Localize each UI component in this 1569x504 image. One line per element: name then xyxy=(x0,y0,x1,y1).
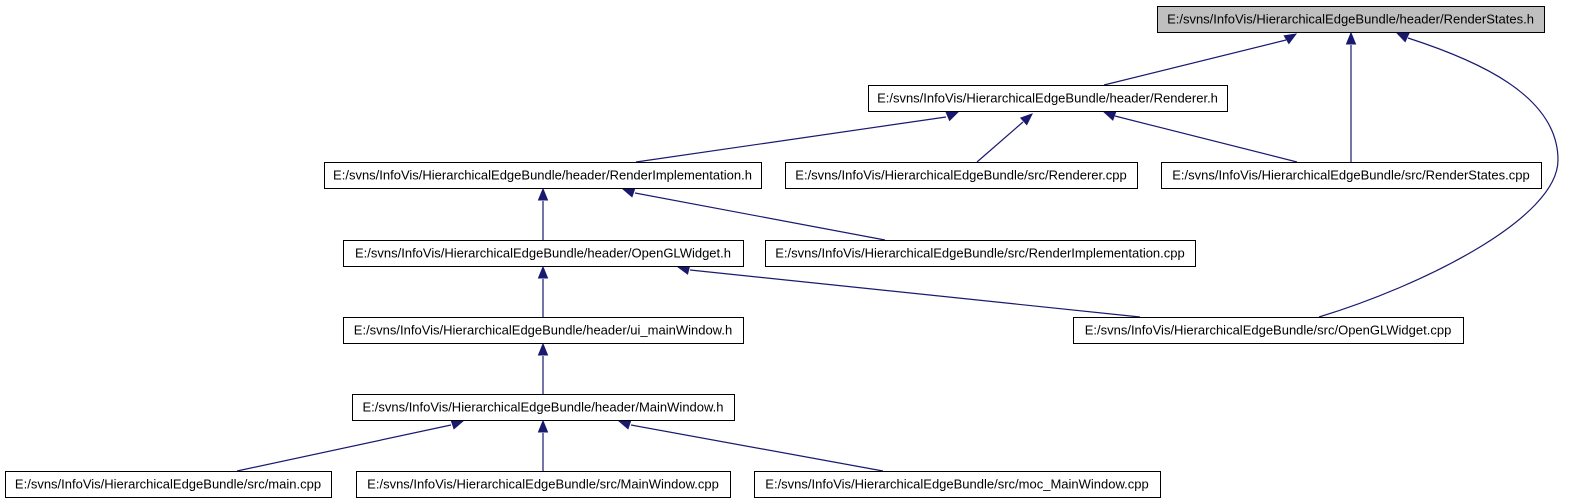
arrowhead-n3-n1 xyxy=(1019,113,1033,126)
edge-n4-n1 xyxy=(1114,115,1298,163)
node-label: E:/svns/InfoVis/HierarchicalEdgeBundle/s… xyxy=(367,477,719,492)
arrowhead-n1-n0 xyxy=(1283,33,1298,45)
edge-n1-n0 xyxy=(1103,39,1287,86)
arrowhead-n4-n1 xyxy=(1102,111,1117,121)
node-n1[interactable]: E:/svns/InfoVis/HierarchicalEdgeBundle/h… xyxy=(868,85,1228,112)
edge-n3-n1 xyxy=(976,121,1024,163)
node-label: E:/svns/InfoVis/HierarchicalEdgeBundle/s… xyxy=(1172,168,1529,183)
node-box[interactable] xyxy=(324,162,762,189)
arrowhead-n12-n9 xyxy=(617,419,632,430)
node-label: E:/svns/InfoVis/HierarchicalEdgeBundle/h… xyxy=(362,400,723,415)
node-box[interactable] xyxy=(765,240,1196,267)
node-box[interactable] xyxy=(352,394,735,421)
edges-layer xyxy=(236,31,1559,472)
node-box[interactable] xyxy=(343,317,744,344)
nodes-layer: E:/svns/InfoVis/HierarchicalEdgeBundle/h… xyxy=(5,6,1545,498)
node-label: E:/svns/InfoVis/HierarchicalEdgeBundle/h… xyxy=(333,168,752,183)
node-n10[interactable]: E:/svns/InfoVis/HierarchicalEdgeBundle/s… xyxy=(5,471,332,498)
arrowhead-n7-n5 xyxy=(537,265,549,279)
node-n9[interactable]: E:/svns/InfoVis/HierarchicalEdgeBundle/h… xyxy=(352,394,735,421)
node-label: E:/svns/InfoVis/HierarchicalEdgeBundle/h… xyxy=(355,246,731,261)
arrowhead-n8-n0 xyxy=(1395,32,1410,43)
node-box[interactable] xyxy=(1161,162,1542,189)
edge-n6-n2 xyxy=(634,192,886,241)
node-n7[interactable]: E:/svns/InfoVis/HierarchicalEdgeBundle/h… xyxy=(343,317,744,344)
node-n3[interactable]: E:/svns/InfoVis/HierarchicalEdgeBundle/s… xyxy=(785,162,1138,189)
node-box[interactable] xyxy=(868,85,1228,112)
node-label: E:/svns/InfoVis/HierarchicalEdgeBundle/s… xyxy=(795,168,1126,183)
node-n8[interactable]: E:/svns/InfoVis/HierarchicalEdgeBundle/s… xyxy=(1073,317,1464,344)
node-label: E:/svns/InfoVis/HierarchicalEdgeBundle/s… xyxy=(765,477,1148,492)
arrowhead-n4-n0 xyxy=(1345,31,1357,45)
arrowhead-n10-n9 xyxy=(450,419,465,430)
node-label: E:/svns/InfoVis/HierarchicalEdgeBundle/s… xyxy=(1085,323,1452,338)
edge-n8-n0 xyxy=(1318,37,1559,318)
node-label: E:/svns/InfoVis/HierarchicalEdgeBundle/h… xyxy=(1167,12,1534,27)
arrowhead-n2-n1 xyxy=(945,111,960,122)
node-box[interactable] xyxy=(1073,317,1464,344)
node-box[interactable] xyxy=(356,471,731,498)
arrowhead-n9-n7 xyxy=(537,342,549,356)
edge-n10-n9 xyxy=(236,424,452,472)
node-n12[interactable]: E:/svns/InfoVis/HierarchicalEdgeBundle/s… xyxy=(754,471,1161,498)
node-box[interactable] xyxy=(785,162,1138,189)
node-n11[interactable]: E:/svns/InfoVis/HierarchicalEdgeBundle/s… xyxy=(356,471,731,498)
arrowhead-n5-n2 xyxy=(537,187,549,201)
edge-n12-n9 xyxy=(630,424,884,472)
arrowhead-n6-n2 xyxy=(621,187,636,198)
node-label: E:/svns/InfoVis/HierarchicalEdgeBundle/s… xyxy=(775,246,1184,261)
edge-n2-n1 xyxy=(635,116,947,163)
node-n0[interactable]: E:/svns/InfoVis/HierarchicalEdgeBundle/h… xyxy=(1157,6,1545,33)
node-n4[interactable]: E:/svns/InfoVis/HierarchicalEdgeBundle/s… xyxy=(1161,162,1542,189)
node-n2[interactable]: E:/svns/InfoVis/HierarchicalEdgeBundle/h… xyxy=(324,162,762,189)
node-label: E:/svns/InfoVis/HierarchicalEdgeBundle/h… xyxy=(877,91,1218,106)
node-n6[interactable]: E:/svns/InfoVis/HierarchicalEdgeBundle/s… xyxy=(765,240,1196,267)
node-box[interactable] xyxy=(343,240,744,267)
node-box[interactable] xyxy=(1157,6,1545,33)
arrowhead-n11-n9 xyxy=(537,419,549,433)
node-box[interactable] xyxy=(5,471,332,498)
edge-n8-n5 xyxy=(689,269,1141,318)
node-label: E:/svns/InfoVis/HierarchicalEdgeBundle/s… xyxy=(15,477,321,492)
node-n5[interactable]: E:/svns/InfoVis/HierarchicalEdgeBundle/h… xyxy=(343,240,744,267)
node-label: E:/svns/InfoVis/HierarchicalEdgeBundle/h… xyxy=(354,323,732,338)
node-box[interactable] xyxy=(754,471,1161,498)
